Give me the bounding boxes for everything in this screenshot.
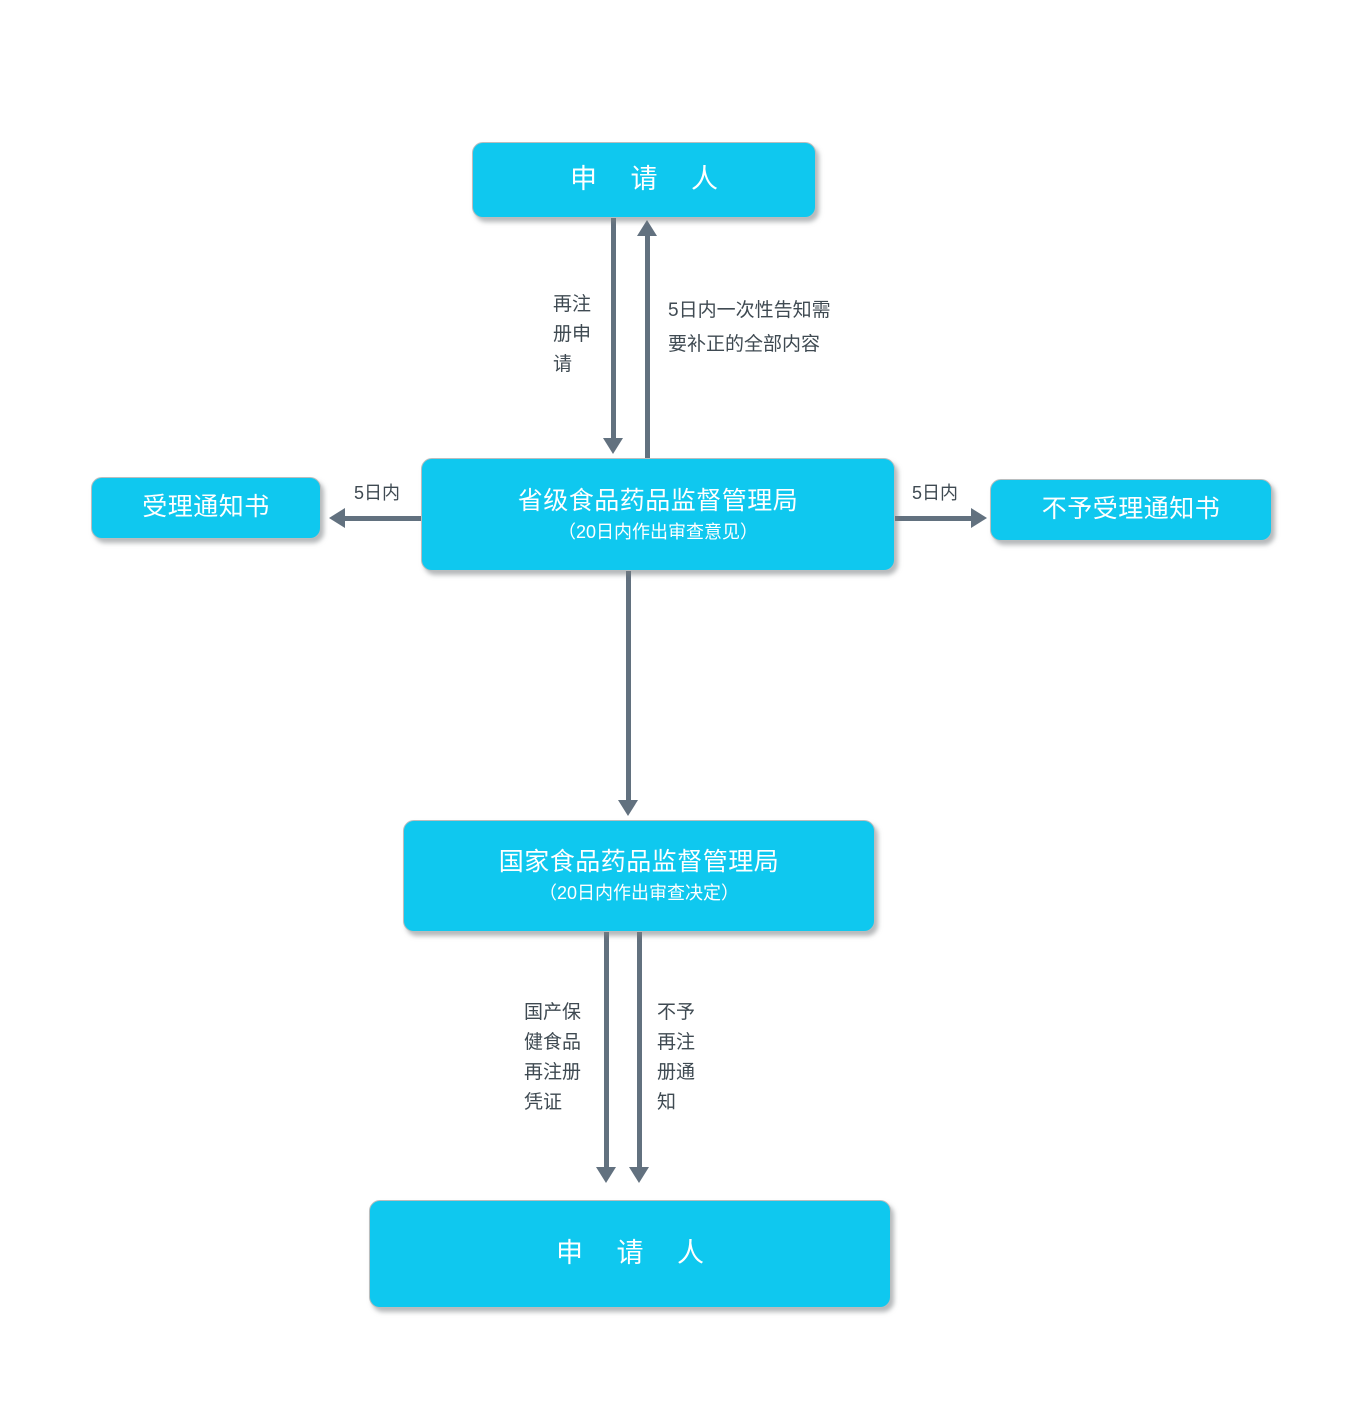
arrowhead-reject-right-icon [971,508,987,528]
arrowhead-accept-left-icon [329,508,345,528]
connector-apply-down [611,218,616,440]
edge-label-apply-down: 再注 册申 请 [553,294,592,375]
connector-refusal-down [637,932,642,1169]
node-reject-notice-label: 不予受理通知书 [1041,495,1221,524]
node-applicant-top-label: 申 请 人 [569,164,731,195]
node-province-bureau-sublabel: （20日内作出审查意见） [557,521,759,542]
connector-accept-left [345,516,421,521]
node-applicant-bottom[interactable]: 申 请 人 [369,1200,891,1308]
node-province-bureau[interactable]: 省级食品药品监督管理局 （20日内作出审查意见） [421,458,895,571]
node-accept-notice-label: 受理通知书 [142,493,270,522]
edge-label-notify-up: 5日内一次性告知需 要补正的全部内容 [668,300,831,355]
edge-label-certificate-down: 国产保 健食品 再注册 凭证 [524,1002,582,1113]
connector-notify-up [645,236,650,458]
connector-province-to-national [626,571,631,802]
arrowhead-notify-up-icon [637,220,657,236]
node-reject-notice[interactable]: 不予受理通知书 [990,479,1272,541]
node-national-bureau[interactable]: 国家食品药品监督管理局 （20日内作出审查决定） [403,820,875,932]
node-applicant-bottom-label: 申 请 人 [555,1238,717,1269]
node-national-bureau-sublabel: （20日内作出审查决定） [538,883,740,904]
arrowhead-refusal-down-icon [629,1167,649,1183]
edge-label-accept-left: 5日内 [354,483,401,503]
arrowhead-certificate-down-icon [596,1167,616,1183]
edge-label-reject-right: 5日内 [912,483,959,503]
connector-certificate-down [604,932,609,1169]
node-accept-notice[interactable]: 受理通知书 [91,477,321,539]
arrowhead-apply-down-icon [603,438,623,454]
arrowhead-province-to-national-icon [618,800,638,816]
node-applicant-top[interactable]: 申 请 人 [472,142,816,218]
edge-label-refusal-down: 不予 再注 册通 知 [657,1002,696,1113]
node-province-bureau-label: 省级食品药品监督管理局 [517,486,799,515]
node-national-bureau-label: 国家食品药品监督管理局 [498,848,780,877]
connector-reject-right [895,516,971,521]
